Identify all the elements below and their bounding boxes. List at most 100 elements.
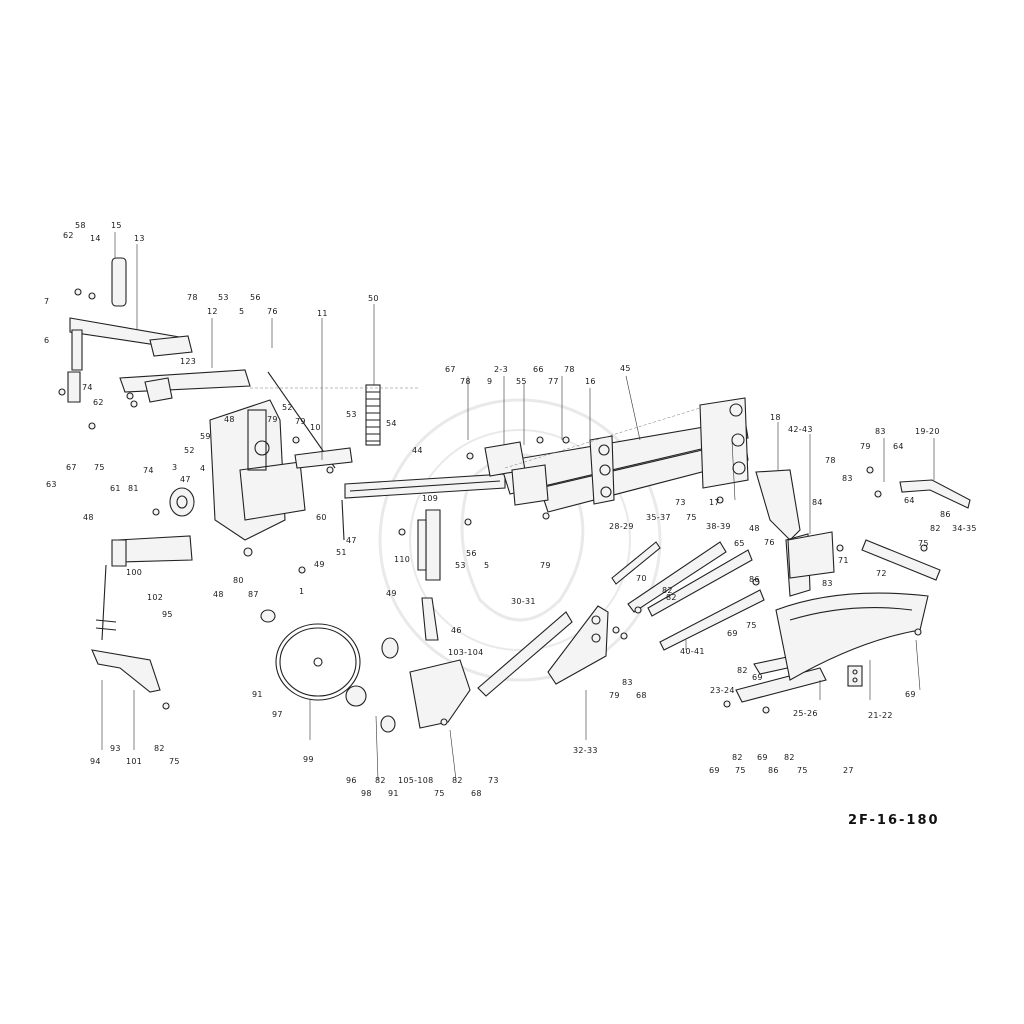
- part-label: 83: [622, 678, 633, 687]
- part-label: 73: [675, 498, 686, 507]
- mouldboard-21-22: [775, 592, 929, 681]
- part-label: 50: [368, 294, 379, 303]
- part-label: 75: [735, 766, 746, 775]
- part-label: 14: [90, 234, 101, 243]
- part-shapes: [67, 257, 971, 733]
- part-label: 40-41: [680, 647, 705, 656]
- part-label: 95: [162, 610, 173, 619]
- part-label: 5: [484, 561, 489, 570]
- part-label: 54: [386, 419, 397, 428]
- part-label: 48: [224, 415, 235, 424]
- part-label: 86: [749, 575, 760, 584]
- part-label: 51: [336, 548, 347, 557]
- part-label: 77: [548, 377, 559, 386]
- part-label: 48: [213, 590, 224, 599]
- part-label: 79: [540, 561, 551, 570]
- part-label: 45: [620, 364, 631, 373]
- part-label: 82: [732, 753, 743, 762]
- part-label: 30-31: [511, 597, 536, 606]
- part-label: 76: [267, 307, 278, 316]
- part-label: 78: [564, 365, 575, 374]
- part-label: 75: [918, 539, 929, 548]
- part-label: 47: [346, 536, 357, 545]
- part-label: 17: [709, 498, 720, 507]
- part-label: 4: [200, 464, 205, 473]
- part-label: 70: [636, 574, 647, 583]
- part-label: 32-33: [573, 746, 598, 755]
- part-label: 67: [445, 365, 456, 374]
- part-label: 82: [737, 666, 748, 675]
- part-label: 72: [876, 569, 887, 578]
- part-label: 23-24: [710, 686, 735, 695]
- part-label: 82: [375, 776, 386, 785]
- bracket-18: [755, 469, 801, 541]
- leader-lines: [101, 232, 935, 781]
- part-label: 18: [770, 413, 781, 422]
- part-label: 52: [184, 446, 195, 455]
- part-label: 9: [487, 377, 492, 386]
- part-label: 97: [272, 710, 283, 719]
- part-label: 100: [126, 568, 142, 577]
- part-label: 86: [940, 510, 951, 519]
- part-label: 5: [239, 307, 244, 316]
- part-label: 78: [825, 456, 836, 465]
- part-label: 75: [169, 757, 180, 766]
- part-label: 69: [757, 753, 768, 762]
- leg-32-33: [547, 605, 609, 685]
- fasteners: [58, 288, 928, 726]
- part-label: 82: [930, 524, 941, 533]
- part-label: 82: [784, 753, 795, 762]
- part-label: 78: [187, 293, 198, 302]
- part-label: 61: [110, 484, 121, 493]
- part-label: 69: [709, 766, 720, 775]
- part-number-labels: 58 14 15 13 62 7 6 78 53 56 76 12 5 123 …: [44, 221, 977, 798]
- part-label: 79: [267, 415, 278, 424]
- part-label: 19-20: [915, 427, 940, 436]
- part-label: 83: [822, 579, 833, 588]
- part-label: 16: [585, 377, 596, 386]
- part-label: 46: [451, 626, 462, 635]
- part-label: 59: [200, 432, 211, 441]
- part-label: 13: [134, 234, 145, 243]
- part-label: 79: [295, 417, 306, 426]
- stay-19-20: [899, 479, 971, 509]
- part-label: 82: [154, 744, 165, 753]
- part-label: 71: [838, 556, 849, 565]
- coulter-disc: [275, 623, 361, 701]
- grip-15: [111, 257, 127, 307]
- part-label: 47: [180, 475, 191, 484]
- share-30-31: [477, 611, 573, 697]
- part-label: 27: [843, 766, 854, 775]
- part-label: 49: [386, 589, 397, 598]
- hub-96: [345, 685, 367, 707]
- part-label: 94: [90, 757, 101, 766]
- part-label: 123: [180, 357, 196, 366]
- part-label: 56: [250, 293, 261, 302]
- part-label: 84: [812, 498, 823, 507]
- part-label: 79: [860, 442, 871, 451]
- part-label: 65: [734, 539, 745, 548]
- part-label: 15: [111, 221, 122, 230]
- part-label: 83: [842, 474, 853, 483]
- part-label: 1: [299, 587, 304, 596]
- part-label: 2-3: [494, 365, 508, 374]
- plate-105-108: [409, 659, 471, 729]
- part-label: 66: [533, 365, 544, 374]
- part-label: 68: [471, 789, 482, 798]
- part-label: 64: [904, 496, 915, 505]
- watermark-logo: [378, 398, 662, 682]
- part-label: 86: [768, 766, 779, 775]
- part-label: 10: [310, 423, 321, 432]
- part-label: 49: [314, 560, 325, 569]
- part-label: 74: [143, 466, 154, 475]
- part-label: 83: [875, 427, 886, 436]
- part-label: 6: [44, 336, 49, 345]
- part-label: 69: [905, 690, 916, 699]
- part-label: 25-26: [793, 709, 818, 718]
- part-label: 67: [66, 463, 77, 472]
- part-label: 34-35: [952, 524, 977, 533]
- part-label: 58: [75, 221, 86, 230]
- part-label: 102: [147, 593, 163, 602]
- part-label: 99: [303, 755, 314, 764]
